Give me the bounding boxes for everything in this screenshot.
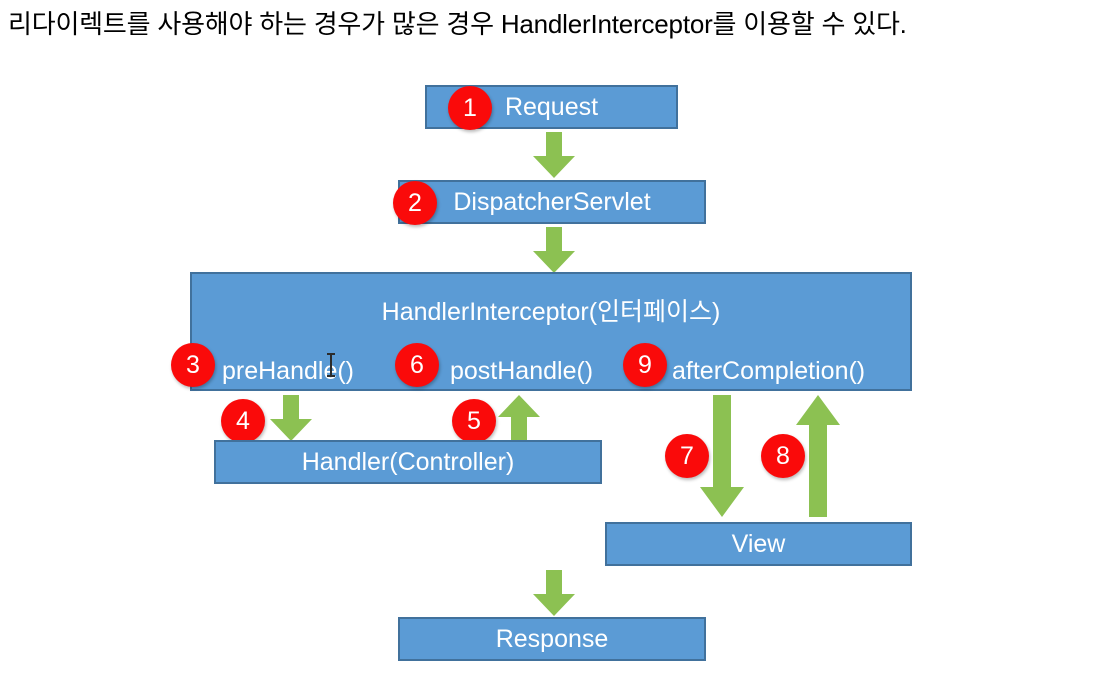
step-badge-6: 6	[395, 343, 439, 387]
step-badge-8-number: 8	[776, 441, 790, 470]
arrow-handler-to-interceptor	[498, 395, 540, 441]
arrow-interceptor-to-handler	[270, 395, 312, 441]
step-badge-5: 5	[452, 399, 496, 443]
node-dispatcher-servlet-label: DispatcherServlet	[453, 187, 651, 216]
node-handler-controller[interactable]: Handler(Controller)	[214, 440, 602, 484]
step-badge-2-number: 2	[408, 188, 422, 217]
arrow-interceptor-to-view	[700, 395, 744, 517]
arrow-request-to-dispatcher	[533, 132, 575, 178]
step-badge-2: 2	[393, 181, 437, 225]
method-after-completion[interactable]: afterCompletion()	[672, 357, 866, 385]
step-badge-8: 8	[761, 434, 805, 478]
node-handler-interceptor[interactable]: HandlerInterceptor(인터페이스) preHandle() po…	[190, 272, 912, 391]
node-handler-interceptor-label: HandlerInterceptor(인터페이스)	[381, 298, 721, 326]
node-view-label: View	[731, 529, 786, 558]
step-badge-4-number: 4	[236, 406, 250, 435]
step-badge-4: 4	[221, 399, 265, 443]
step-badge-1: 1	[448, 86, 492, 130]
step-badge-5-number: 5	[467, 406, 481, 435]
node-dispatcher-servlet[interactable]: DispatcherServlet	[398, 180, 706, 224]
method-post-handle[interactable]: postHandle()	[450, 357, 594, 385]
arrow-dispatcher-to-interceptor	[533, 227, 575, 273]
step-badge-1-number: 1	[463, 93, 477, 122]
step-badge-3-number: 3	[186, 350, 200, 379]
node-request-label: Request	[504, 92, 599, 121]
node-handler-controller-label: Handler(Controller)	[301, 447, 515, 476]
node-response-label: Response	[495, 624, 609, 653]
step-badge-7-number: 7	[680, 441, 694, 470]
node-response[interactable]: Response	[398, 617, 706, 661]
step-badge-7: 7	[665, 434, 709, 478]
node-view[interactable]: View	[605, 522, 912, 566]
step-badge-6-number: 6	[410, 350, 424, 379]
step-badge-9-number: 9	[638, 350, 652, 379]
arrow-interceptor-to-response	[533, 570, 575, 616]
method-pre-handle[interactable]: preHandle()	[222, 357, 355, 385]
step-badge-9: 9	[623, 343, 667, 387]
step-badge-3: 3	[171, 343, 215, 387]
text-cursor-icon	[327, 353, 335, 377]
page-title: 리다이렉트를 사용해야 하는 경우가 많은 경우 HandlerIntercep…	[8, 9, 907, 39]
interceptor-methods-row: preHandle() postHandle() afterCompletion…	[192, 350, 910, 392]
arrow-view-to-interceptor	[796, 395, 840, 517]
